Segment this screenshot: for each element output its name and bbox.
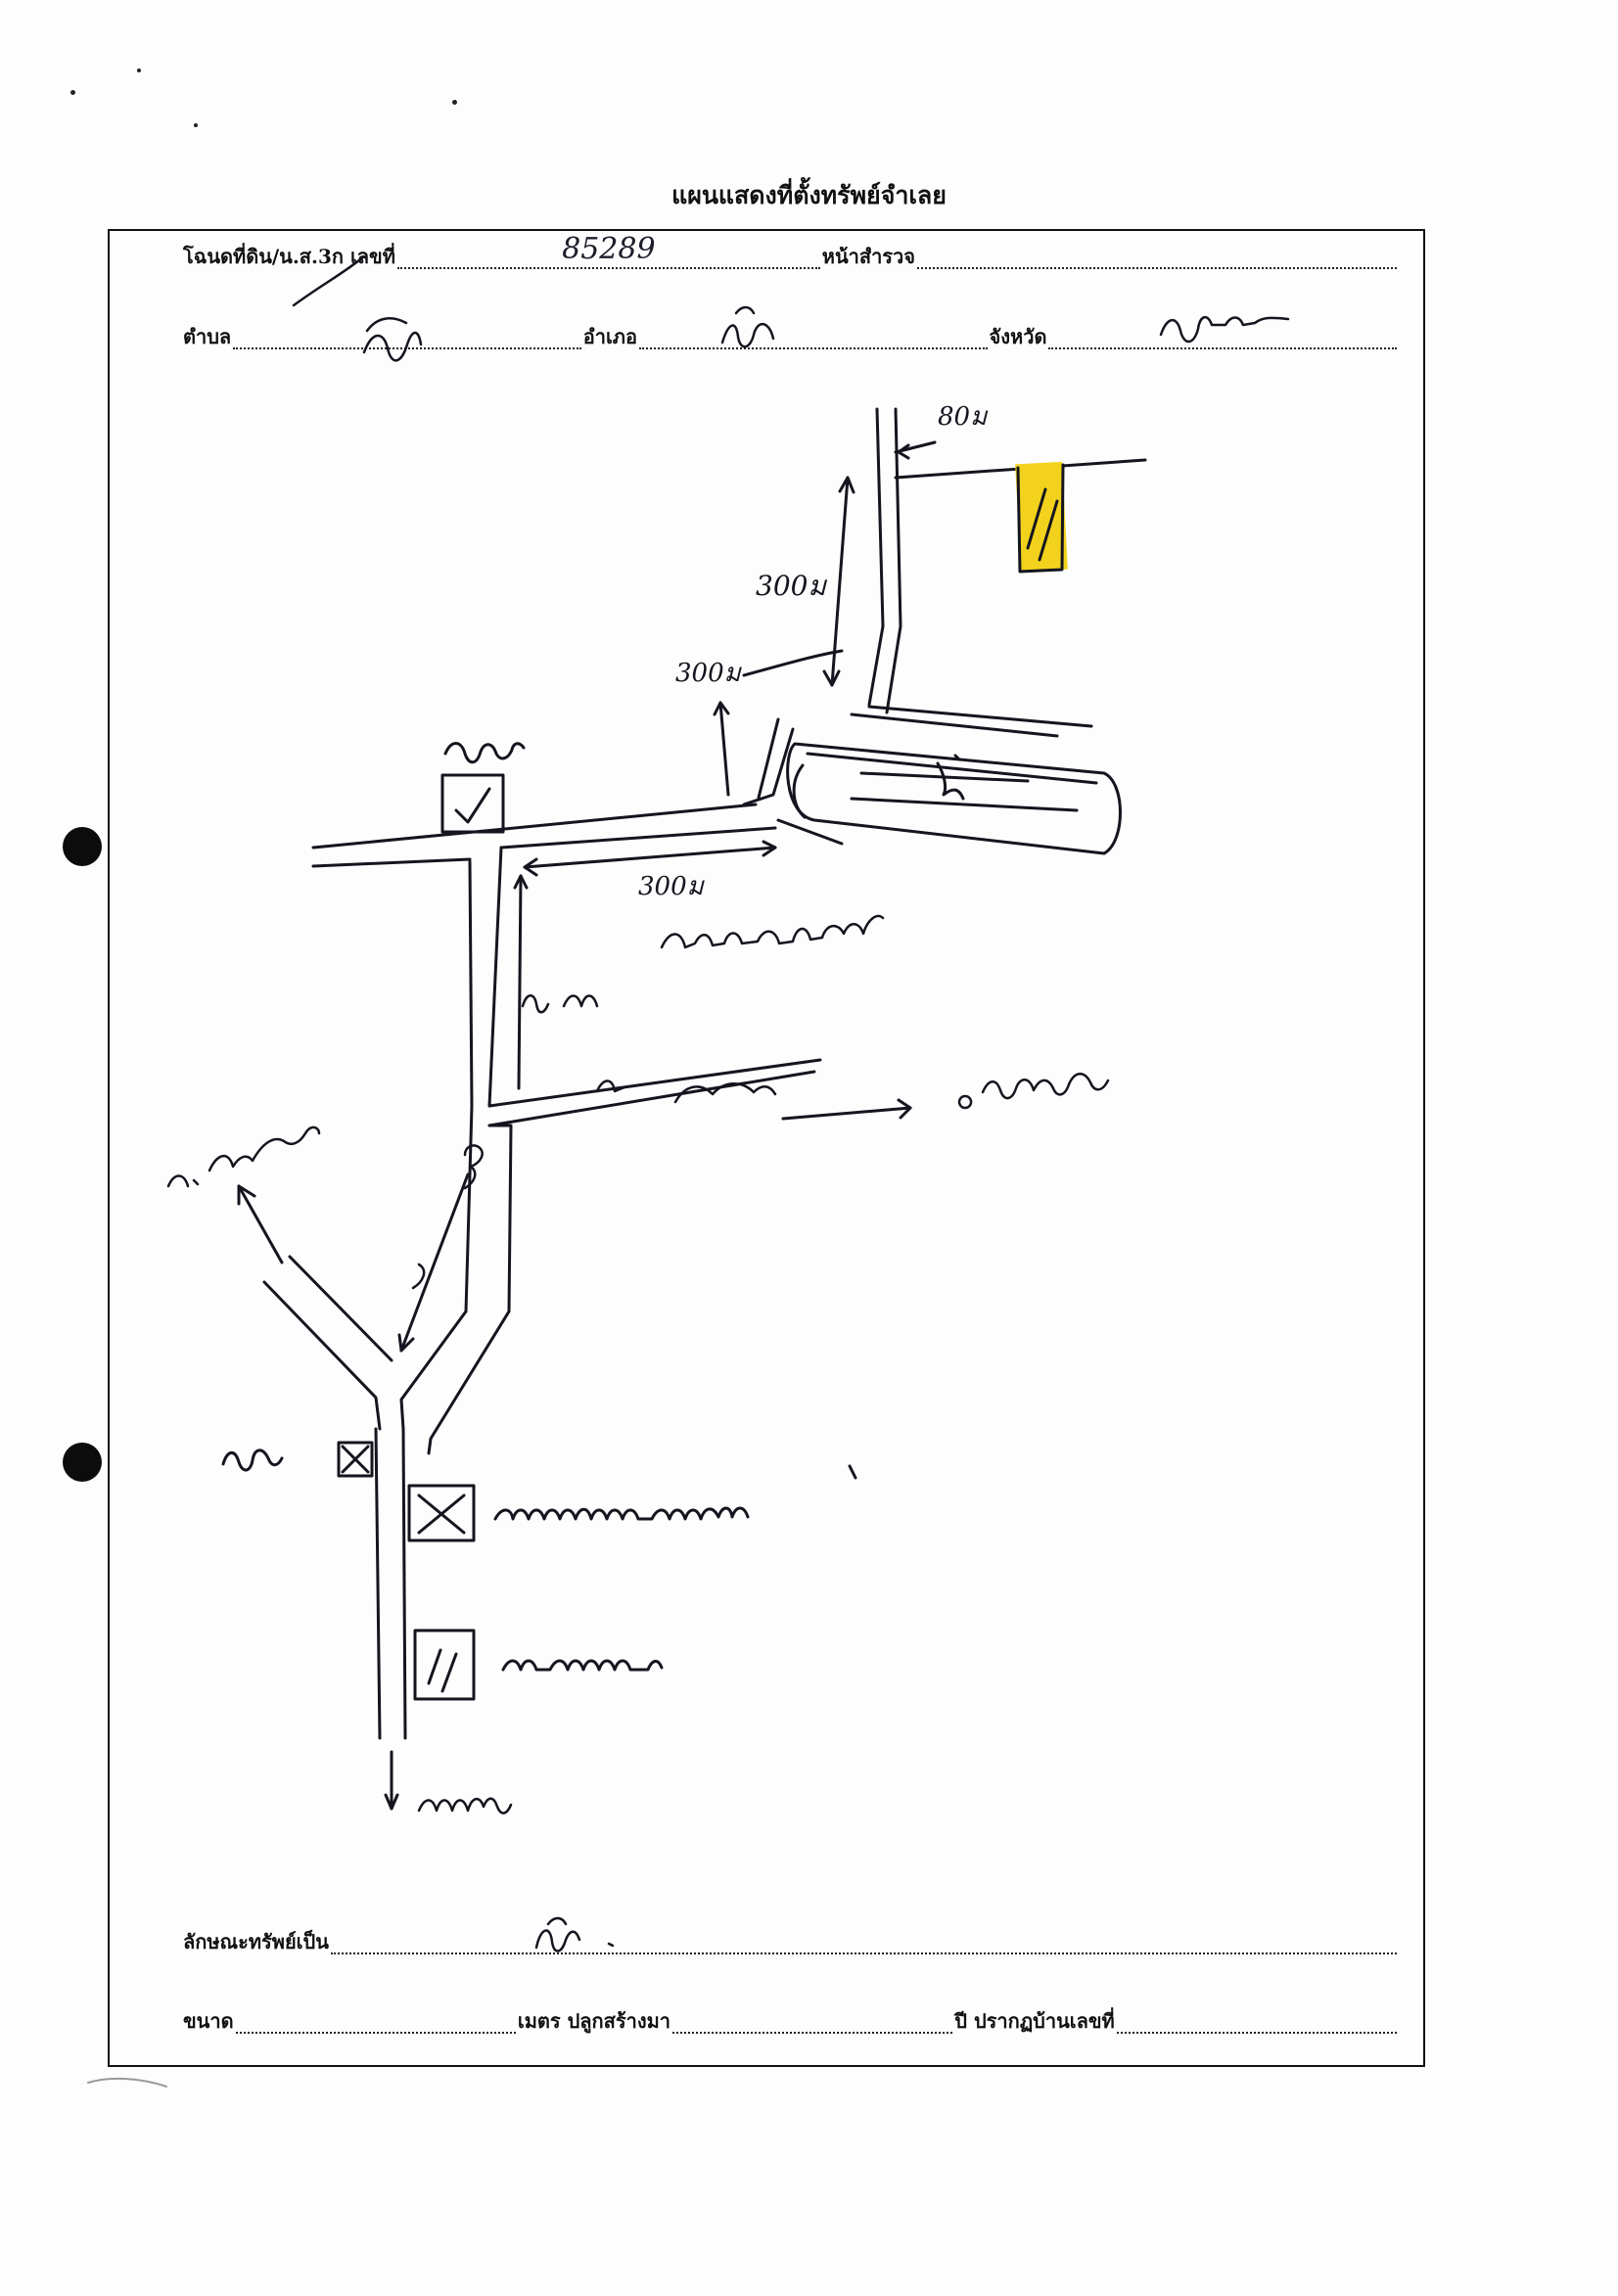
landmark-box [221,1441,374,1478]
meter-built-label: เมตร ปลูกสร้างมา [517,2009,670,2033]
scan-mark [87,2077,167,2088]
survey-page-field [917,247,1397,272]
road-junction-y [262,1255,511,1740]
landmark-box [413,1629,664,1701]
handwritten-scribbles [292,254,1290,1952]
road-main-horizontal [311,803,777,868]
amphoe-label: อำเภอ [582,325,637,348]
destination-scribble-east [957,1073,1110,1110]
deed-row: โฉนดที่ดิน/น.ส.3ก เลขที่ 85289 หน้าสำรวจ [183,232,1399,272]
arrow-icon [897,1098,912,1120]
distance-label-300-north: 300ม [756,570,827,602]
amphoe-field [639,327,988,352]
destination-scribble-northwest [166,1125,321,1188]
built-year-field [672,2011,953,2037]
deed-label: โฉนดที่ดิน/น.ส.3ก เลขที่ [183,245,395,268]
binder-hole [63,827,102,866]
distance-scribble [521,994,599,1014]
tambon-label: ตำบล [183,325,232,348]
survey-page-label: หน้าสำรวจ [821,245,915,268]
property-kind-scribble [534,1916,615,1952]
size-row: ขนาด เมตร ปลูกสร้างมา ปี ปรากฏบ้านเลขที่ [183,2005,1399,2037]
arrow-icon [713,701,730,716]
arrow-icon [384,1793,399,1811]
distance-label-north: 80ม [938,402,989,432]
road-south [464,846,822,1313]
road-code-scribble [411,1144,484,1290]
arrow-icon [897,443,910,460]
deed-number-handwritten: 85289 [562,232,656,266]
property-kind-field [330,1932,1398,1957]
arrow-icon [718,701,730,797]
landmark-box [440,742,526,834]
arrow-icon [830,476,850,687]
tambon-scribble [362,317,423,362]
deed-number-field: 85289 [396,232,820,272]
lake-shape [742,705,1122,855]
arrow-icon [517,874,523,1090]
arrow-icon [397,1333,415,1353]
arrow-icon [781,1106,912,1121]
leader-line [742,649,844,677]
road-name-scribble [660,914,885,949]
distance-label-300-east: 300ม [638,872,706,901]
amphoe-scribble [720,305,775,348]
binder-hole [63,1443,102,1482]
arrow-icon [523,840,777,877]
arrow-icon [822,476,855,687]
landmark-box [407,1464,857,1542]
house-number-field [1116,2011,1398,2037]
distance-label-300-diag: 300ม [675,659,743,688]
lake-outlet [776,818,844,846]
year-house-label: ปี ปรากฏบ้านเลขที่ [954,2009,1115,2033]
province-scribble [1159,316,1290,344]
arrow-icon [523,846,777,869]
province-field [1048,327,1397,352]
property-kind-label: ลักษณะทรัพย์เป็น [183,1930,329,1953]
deed-strike-scribble [292,254,366,307]
arrow-icon [237,1184,256,1206]
scan-speck [137,69,141,72]
arrow-icon [237,1184,284,1264]
arrow-icon [513,874,529,890]
size-field [235,2011,517,2037]
arrow-icon [399,1172,470,1353]
scan-speck [70,90,75,95]
province-label: จังหวัด [989,325,1047,348]
scan-speck [452,100,457,105]
target-plot [1015,461,1068,574]
road-north [867,407,1147,714]
road-label-scribble [595,1079,777,1104]
scan-speck [194,123,198,127]
size-label: ขนาด [183,2009,234,2033]
document-title: แผนแสดงที่ตั้งทรัพย์จำเลย [671,181,947,209]
property-kind-row: ลักษณะทรัพย์เป็น [183,1926,1399,1957]
destination-scribble-south [417,1797,513,1814]
